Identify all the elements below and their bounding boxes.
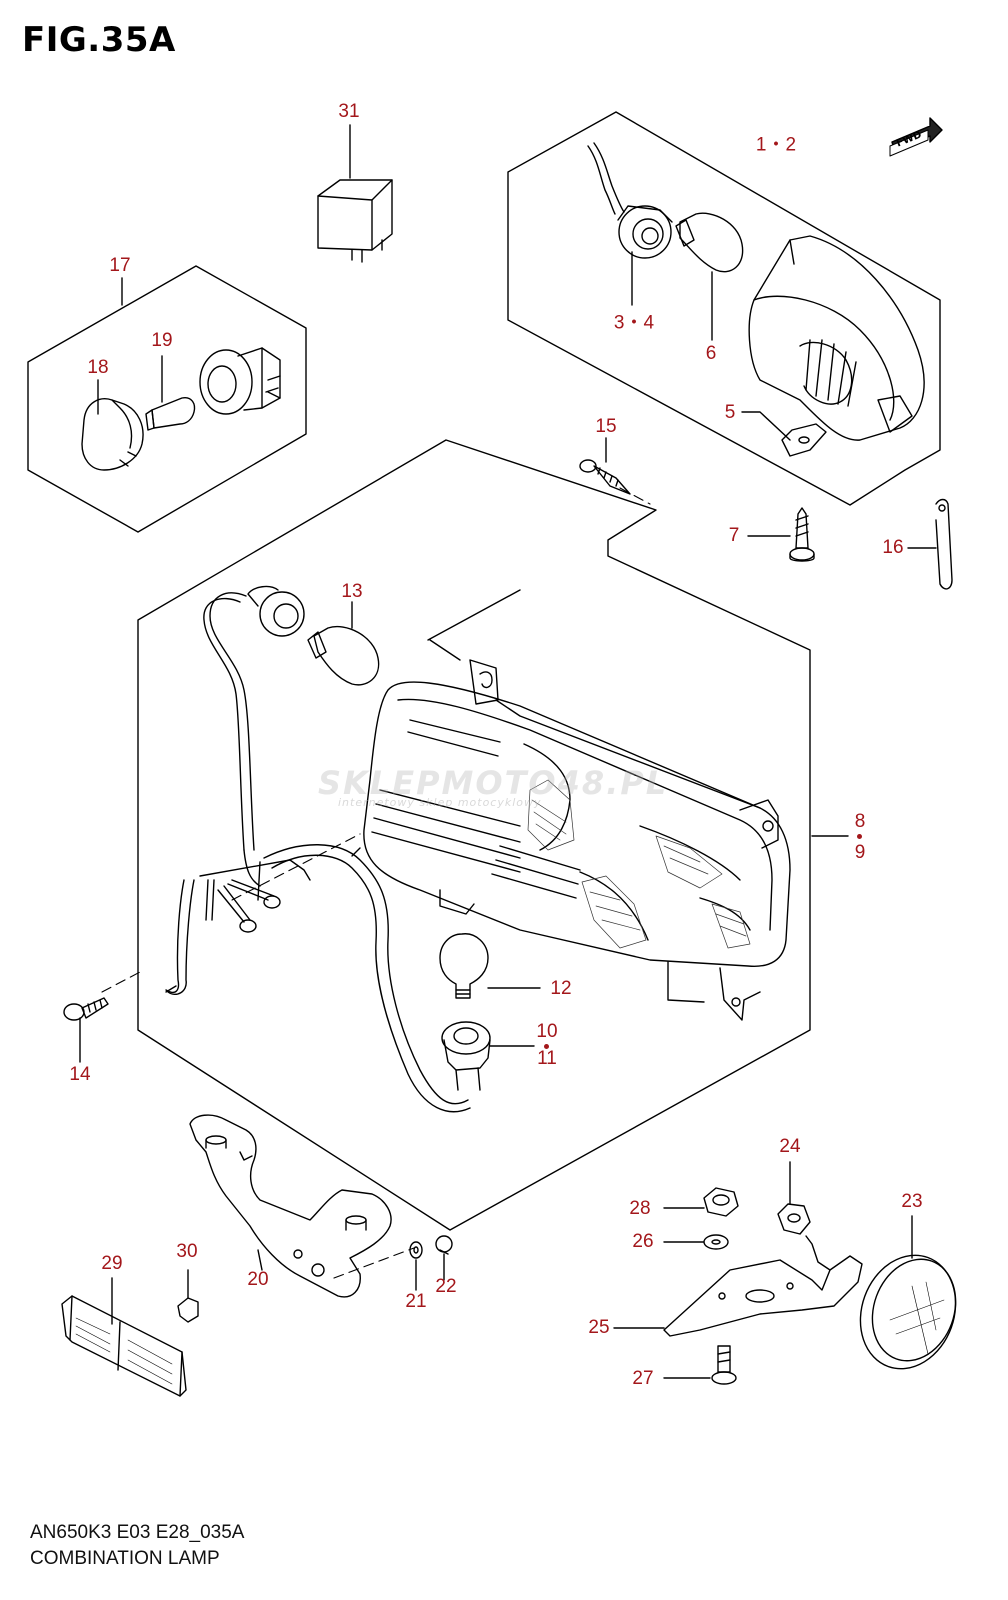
callout-7[interactable]: 7 (728, 525, 740, 546)
figure-title: FIG.35A (22, 20, 176, 60)
callout-27[interactable]: 27 (632, 1368, 654, 1389)
callout-29[interactable]: 29 (101, 1253, 123, 1274)
callout-17[interactable]: 17 (109, 255, 131, 276)
watermark-subtitle: internetowy sklep motocyklowy (338, 796, 542, 809)
callout-16[interactable]: 16 (882, 537, 904, 558)
fwd-arrow-icon (889, 117, 943, 157)
nut-30-part (177, 1269, 199, 1323)
screw-27-part (663, 1345, 737, 1385)
diagram-name: COMBINATION LAMP (30, 1548, 220, 1569)
callout-13[interactable]: 13 (341, 581, 363, 602)
callout-6[interactable]: 6 (705, 343, 717, 364)
callout-19[interactable]: 19 (151, 330, 173, 351)
diagram-code: AN650K3 E03 E28_035A (30, 1522, 245, 1543)
bulb-13-part (307, 601, 380, 686)
callout-31[interactable]: 31 (338, 101, 360, 122)
bracket-25-part (613, 1235, 863, 1337)
reflector-23-part (859, 1215, 957, 1370)
callout-30[interactable]: 30 (176, 1241, 198, 1262)
bulb-6-part (675, 212, 744, 341)
screw-15-part (579, 437, 631, 495)
callout-28[interactable]: 28 (629, 1198, 651, 1219)
callout-dot-8-9 (857, 834, 862, 839)
callout-21[interactable]: 21 (405, 1291, 427, 1312)
socket-17-part (199, 347, 281, 415)
bulb-cap-18-part (81, 379, 144, 471)
turn-signal-assembly-frame (507, 111, 941, 506)
socket-3-4-part (587, 142, 673, 306)
harness-part (165, 585, 471, 1113)
screw-14-part (63, 997, 109, 1063)
callout-15[interactable]: 15 (595, 416, 617, 437)
callout-10[interactable]: 10 (536, 1021, 558, 1042)
watermark: SKLEPMOTO48.PL (318, 764, 669, 802)
screw-7-part (747, 507, 815, 562)
headlight-assembly-frame (137, 439, 811, 1231)
bulb-12-part (439, 933, 541, 999)
lamp-socket-kit-frame (27, 265, 307, 533)
callout-22[interactable]: 22 (435, 1276, 457, 1297)
callout-26[interactable]: 26 (632, 1231, 654, 1252)
callout-11[interactable]: 11 (537, 1048, 557, 1069)
reflector-29-part (61, 1277, 187, 1397)
callout-3-4[interactable]: 3・4 (613, 312, 655, 334)
callout-1-2[interactable]: 1・2 (755, 134, 797, 156)
callout-18[interactable]: 18 (87, 357, 109, 378)
nut-22-part (435, 1235, 453, 1281)
washer-26-part (663, 1234, 729, 1250)
callout-25[interactable]: 25 (588, 1317, 610, 1338)
bracket-5-part (741, 411, 827, 457)
bulb-19-part (145, 355, 196, 431)
callout-dot-10-11 (544, 1044, 549, 1049)
socket-10-11-part (441, 1021, 535, 1091)
callout-20[interactable]: 20 (247, 1269, 269, 1290)
callout-9[interactable]: 9 (854, 842, 866, 863)
callout-24[interactable]: 24 (779, 1136, 801, 1157)
turn-signal-housing-part (748, 235, 925, 441)
callout-5[interactable]: 5 (724, 402, 736, 423)
bracket-20-part (189, 1114, 392, 1298)
clip-16-part (907, 498, 953, 590)
nut-28-part (663, 1187, 739, 1217)
callout-23[interactable]: 23 (901, 1191, 923, 1212)
nut-24-part (777, 1161, 811, 1235)
headlight-housing-part (363, 659, 791, 1021)
washer-21-part (409, 1241, 423, 1291)
callout-12[interactable]: 12 (550, 978, 572, 999)
callout-8[interactable]: 8 (854, 811, 866, 832)
callout-14[interactable]: 14 (69, 1064, 91, 1085)
inner-lamp-frame (427, 589, 521, 661)
relay-part (317, 124, 393, 263)
